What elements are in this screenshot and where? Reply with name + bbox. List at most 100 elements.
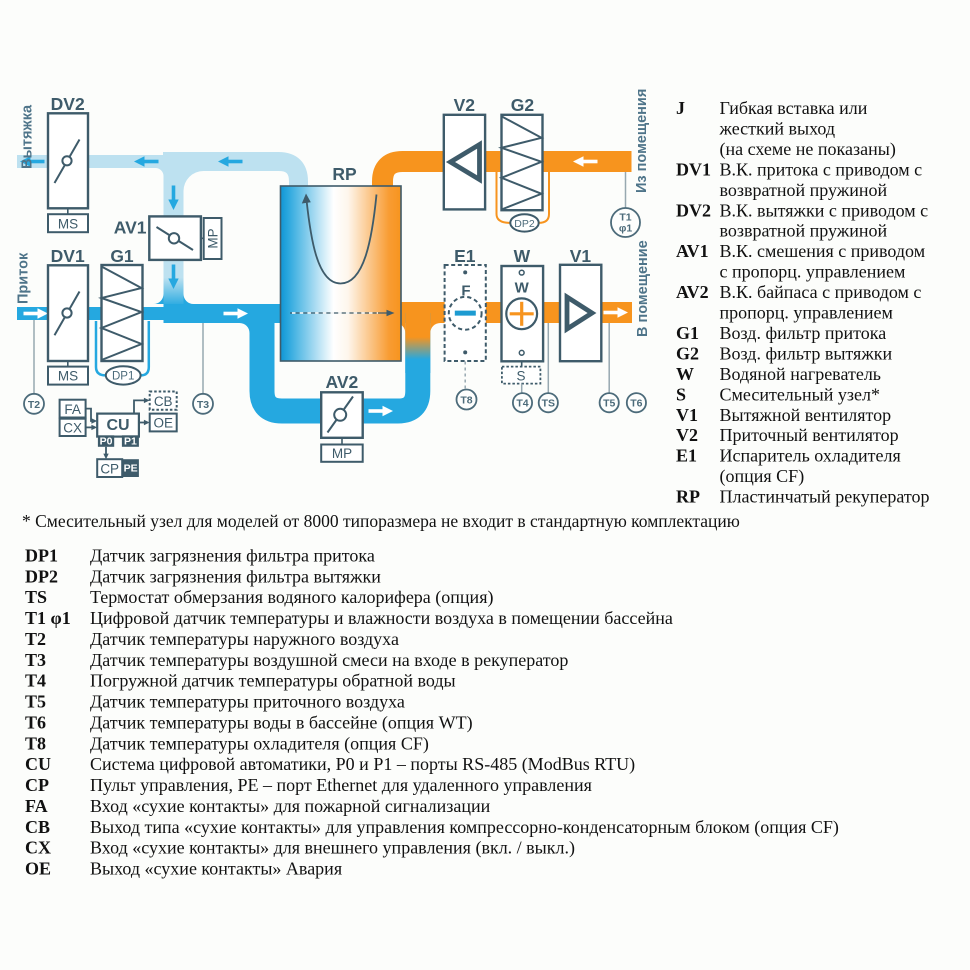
av2-pivot <box>333 407 348 422</box>
legend-term-E1: E1 <box>676 446 697 466</box>
filter-g1 <box>98 263 145 363</box>
p1-port-label: P1 <box>124 435 137 447</box>
sensor-list-desc-OE: Выход «сухие контакты» Авария <box>90 859 342 879</box>
pe-port <box>122 459 139 477</box>
sensor-list-term-FA: FA <box>25 796 48 816</box>
t5-label: T5 <box>603 398 615 410</box>
sensor-list-desc-CP: Пульт управления, PE – порт Ethernet для… <box>90 775 592 795</box>
damper-dv2: MS <box>46 112 90 234</box>
dv2-label: DV2 <box>51 94 85 114</box>
fillet-bypass-right-b <box>430 323 441 333</box>
ms-box-dv1 <box>47 365 89 386</box>
t1-label-line2: φ1 <box>619 223 633 235</box>
flow-direction-labels: Вытяжка Приток Из помещения В помещение <box>16 89 652 337</box>
fan-v1 <box>558 263 603 363</box>
rp-supply-arrowhead <box>386 309 395 317</box>
dp2-tap-left <box>495 172 511 224</box>
p0-port-label: P0 <box>100 435 113 447</box>
legend-term-S: S <box>676 384 686 404</box>
t2-label: T2 <box>28 399 40 411</box>
footnote: * Смесительный узел для моделей от 8000 … <box>22 511 740 531</box>
ts-label: TS <box>542 398 555 410</box>
rp-label: RP <box>332 164 357 184</box>
dp2-tap-right <box>538 172 550 224</box>
ms-box-dv2-label: MS <box>58 216 78 231</box>
legend-desc-V1-0: Вытяжной вентилятор <box>720 405 892 425</box>
g1-filter-media <box>98 265 145 361</box>
sensor-list-desc-T4: Погружной датчик температуры обратной во… <box>90 671 456 691</box>
legend-term-V1: V1 <box>676 405 698 425</box>
legend-term-RP: RP <box>676 487 700 507</box>
dv1-body <box>46 264 90 363</box>
dv2-body <box>46 112 90 210</box>
v1-label: V1 <box>570 246 592 266</box>
to-room-label: В помещение <box>635 240 651 337</box>
valve-av1: MP <box>148 215 223 262</box>
dv1-label: DV1 <box>51 246 85 266</box>
cu-cb-connector <box>133 399 144 414</box>
g2-filter-media <box>498 115 545 211</box>
controller-cluster: FA CX CU P0 P1 CB OE CP PE <box>58 390 178 479</box>
sensor-list-term-CB: CB <box>25 817 50 837</box>
cx-box <box>58 417 87 438</box>
v1-impeller <box>564 292 597 334</box>
legend-desc-J-0: Гибкая вставка или <box>720 98 868 118</box>
cu-cb-arrowhead <box>143 397 150 404</box>
exhaust-out-label: Вытяжка <box>20 104 36 169</box>
s-box-label: S <box>516 368 525 383</box>
legend-term-AV2: AV2 <box>676 282 709 302</box>
cx-cu-arrowhead <box>91 424 98 431</box>
legend-term-DV1: DV1 <box>676 159 711 179</box>
legend-desc-G2-0: Возд. фильтр вытяжки <box>720 343 893 363</box>
sensor-list-term-T8: T8 <box>25 733 46 753</box>
legend-desc-DV1-1: возвратной пружиной <box>720 180 888 200</box>
from-room-label: Из помещения <box>634 89 650 193</box>
legend-term-G1: G1 <box>676 323 699 343</box>
fa-cu-arrowhead <box>91 418 98 424</box>
mp-box-av2-label: MP <box>332 446 352 461</box>
ms-box-dv1-label: MS <box>58 369 78 384</box>
av1-pivot <box>167 232 181 245</box>
fan-v2 <box>442 113 487 211</box>
fillet-exhaust-left <box>155 168 164 176</box>
ms-box-dv2 <box>47 213 89 234</box>
t6-circle <box>625 392 647 414</box>
sensor-list-term-CU: CU <box>25 754 51 774</box>
cu-box <box>96 412 140 438</box>
sensor-list-desc-T8: Датчик температуры охладителя (опция CF) <box>90 733 429 754</box>
p0-port <box>97 435 115 447</box>
dp1-label: DP1 <box>112 371 134 383</box>
g1-body <box>100 263 144 363</box>
t3-circle <box>192 392 214 415</box>
fa-box-label: FA <box>64 402 81 417</box>
component-labels: DV2 DV1 G1 AV1 AV2 RP V2 G2 E1 W V1 <box>51 94 592 392</box>
fillet-supply-right <box>183 294 194 304</box>
legend-term-V2: V2 <box>676 425 698 445</box>
dp1-tap-right <box>140 321 151 377</box>
sensor-list-term-OE: OE <box>25 859 51 879</box>
fillet-exhaust-right <box>183 171 204 191</box>
v2-impeller <box>445 140 482 184</box>
sensor-list-desc-T3: Датчик температуры воздушной смеси на вх… <box>90 650 568 670</box>
sensor-list-desc-CU: Система цифровой автоматики, P0 и P1 – п… <box>90 754 635 775</box>
legend-desc-AV1-0: В.К. смешения с приводом <box>720 241 926 261</box>
oe-box <box>148 412 178 433</box>
dp1-tap-left <box>94 321 106 377</box>
sensor-list-term-TS: TS <box>25 587 47 607</box>
sensor-list-term-T5: T5 <box>25 692 46 712</box>
sensor-list-desc-T1 φ1: Цифровой датчик температуры и влажности … <box>90 608 673 628</box>
t1-label-line1: T1 <box>619 212 631 224</box>
supply-in-label: Приток <box>16 252 32 304</box>
pipe-junction-fillets <box>153 168 441 333</box>
sensor-list-term-T6: T6 <box>25 712 46 732</box>
e1-bottom-dot <box>463 350 468 355</box>
rp-exhaust-curve <box>305 194 378 285</box>
sensor-list-term-DP2: DP2 <box>25 566 58 586</box>
sensor-list-term-T1 φ1: T1 φ1 <box>25 608 71 628</box>
legend-desc-S-0: Смесительный узел* <box>720 384 880 404</box>
sensor-list-term-CP: CP <box>25 775 49 795</box>
fillet-bypass-right-a <box>395 323 406 333</box>
p0-cp-arrowhead <box>103 453 109 460</box>
oe-box-label: OE <box>153 416 173 431</box>
